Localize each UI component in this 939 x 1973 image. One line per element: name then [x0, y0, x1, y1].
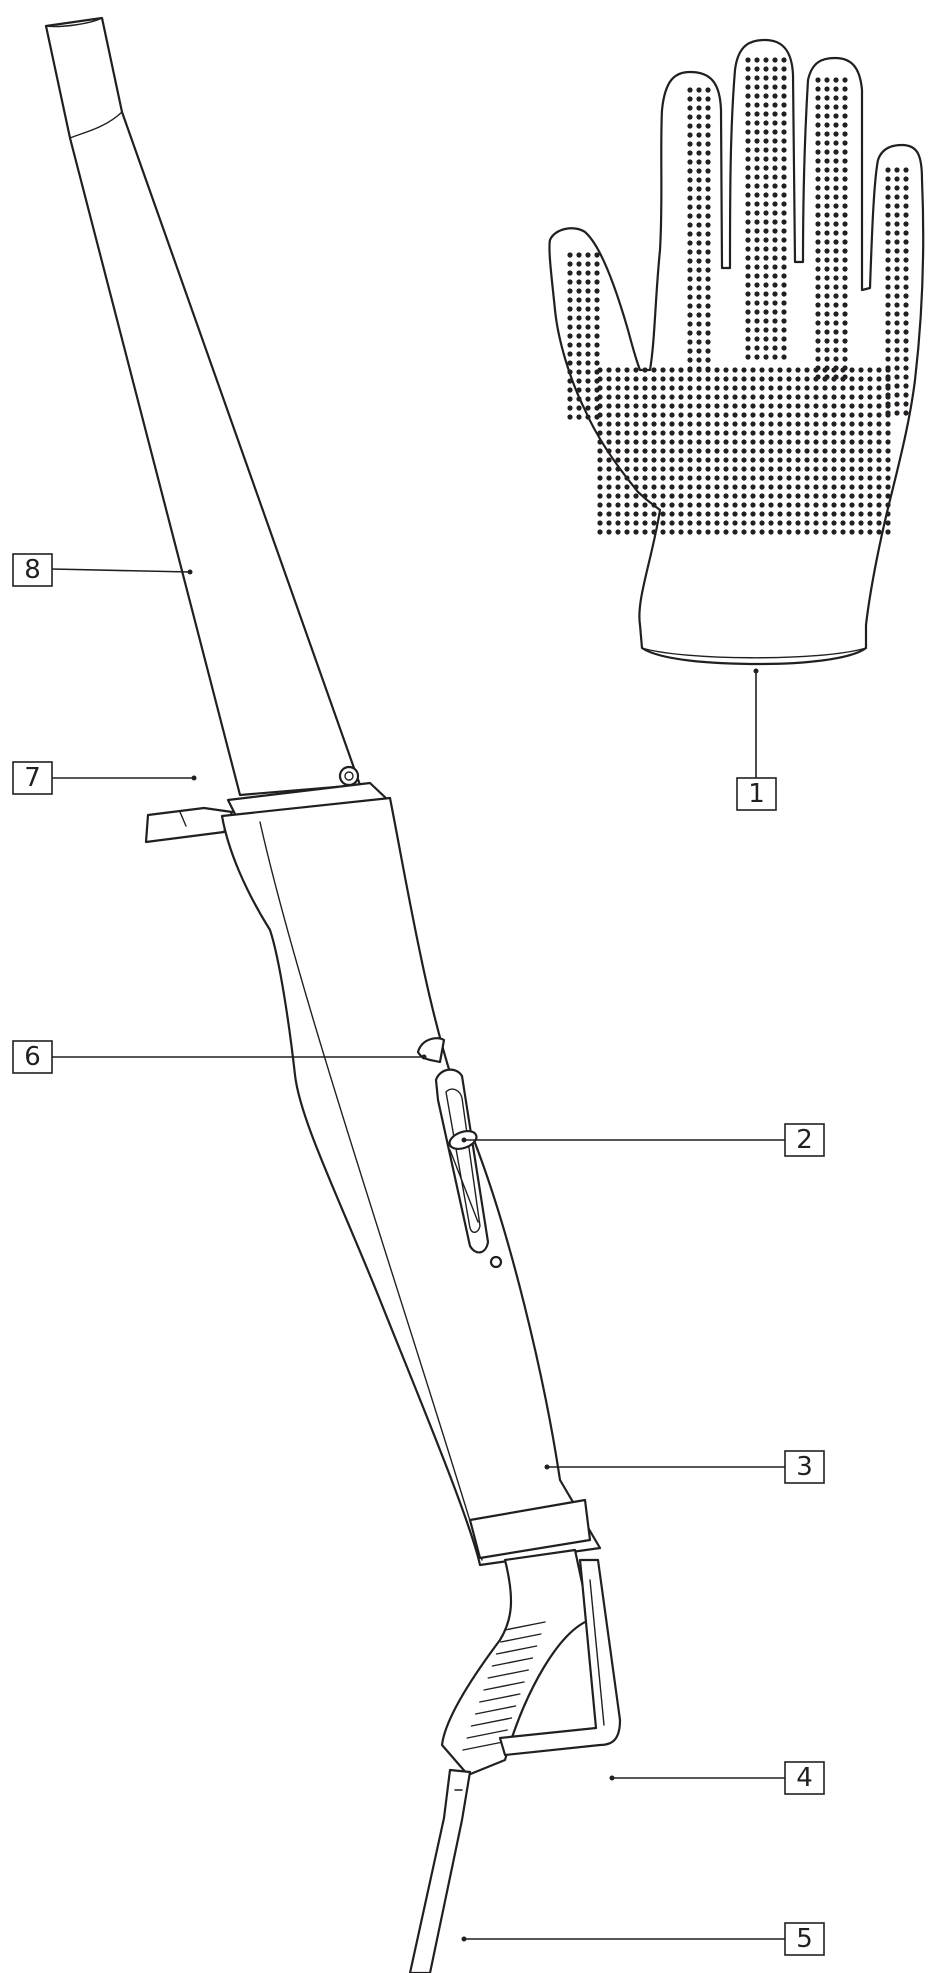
- power-cord: [408, 1768, 472, 1973]
- power-switch[interactable]: [434, 1068, 490, 1254]
- callout-1: 1: [736, 777, 777, 811]
- cord-swivel: [440, 1548, 592, 1777]
- callout-7: 7: [12, 761, 53, 795]
- callout-2-text: 2: [796, 1125, 813, 1155]
- callout-5: 5: [784, 1922, 825, 1956]
- callout-3-text: 3: [796, 1452, 813, 1482]
- leader-lines: [51, 568, 785, 1942]
- callout-3: 3: [784, 1450, 825, 1484]
- callout-1-text: 1: [748, 779, 765, 809]
- callout-2: 2: [784, 1123, 825, 1157]
- callout-4-text: 4: [796, 1763, 813, 1793]
- cord-guard-ribs: [462, 1621, 546, 1751]
- callout-8-text: 8: [24, 555, 41, 585]
- barrel: [44, 16, 362, 797]
- cool-tip-stand: [144, 806, 234, 844]
- callout-7-text: 7: [24, 763, 41, 793]
- switch-dot: [489, 1255, 503, 1269]
- callout-6-text: 6: [24, 1042, 41, 1072]
- curling-wand: [44, 16, 622, 1973]
- callout-8: 8: [12, 553, 53, 587]
- hanging-loop[interactable]: [498, 1558, 622, 1757]
- callout-5-text: 5: [796, 1924, 813, 1954]
- handle: [220, 796, 602, 1567]
- callout-6: 6: [12, 1040, 53, 1074]
- barrel-screw: [338, 765, 360, 787]
- callout-4: 4: [784, 1761, 825, 1795]
- heat-protective-glove: [548, 38, 925, 666]
- glove-grip-dots: [567, 57, 909, 535]
